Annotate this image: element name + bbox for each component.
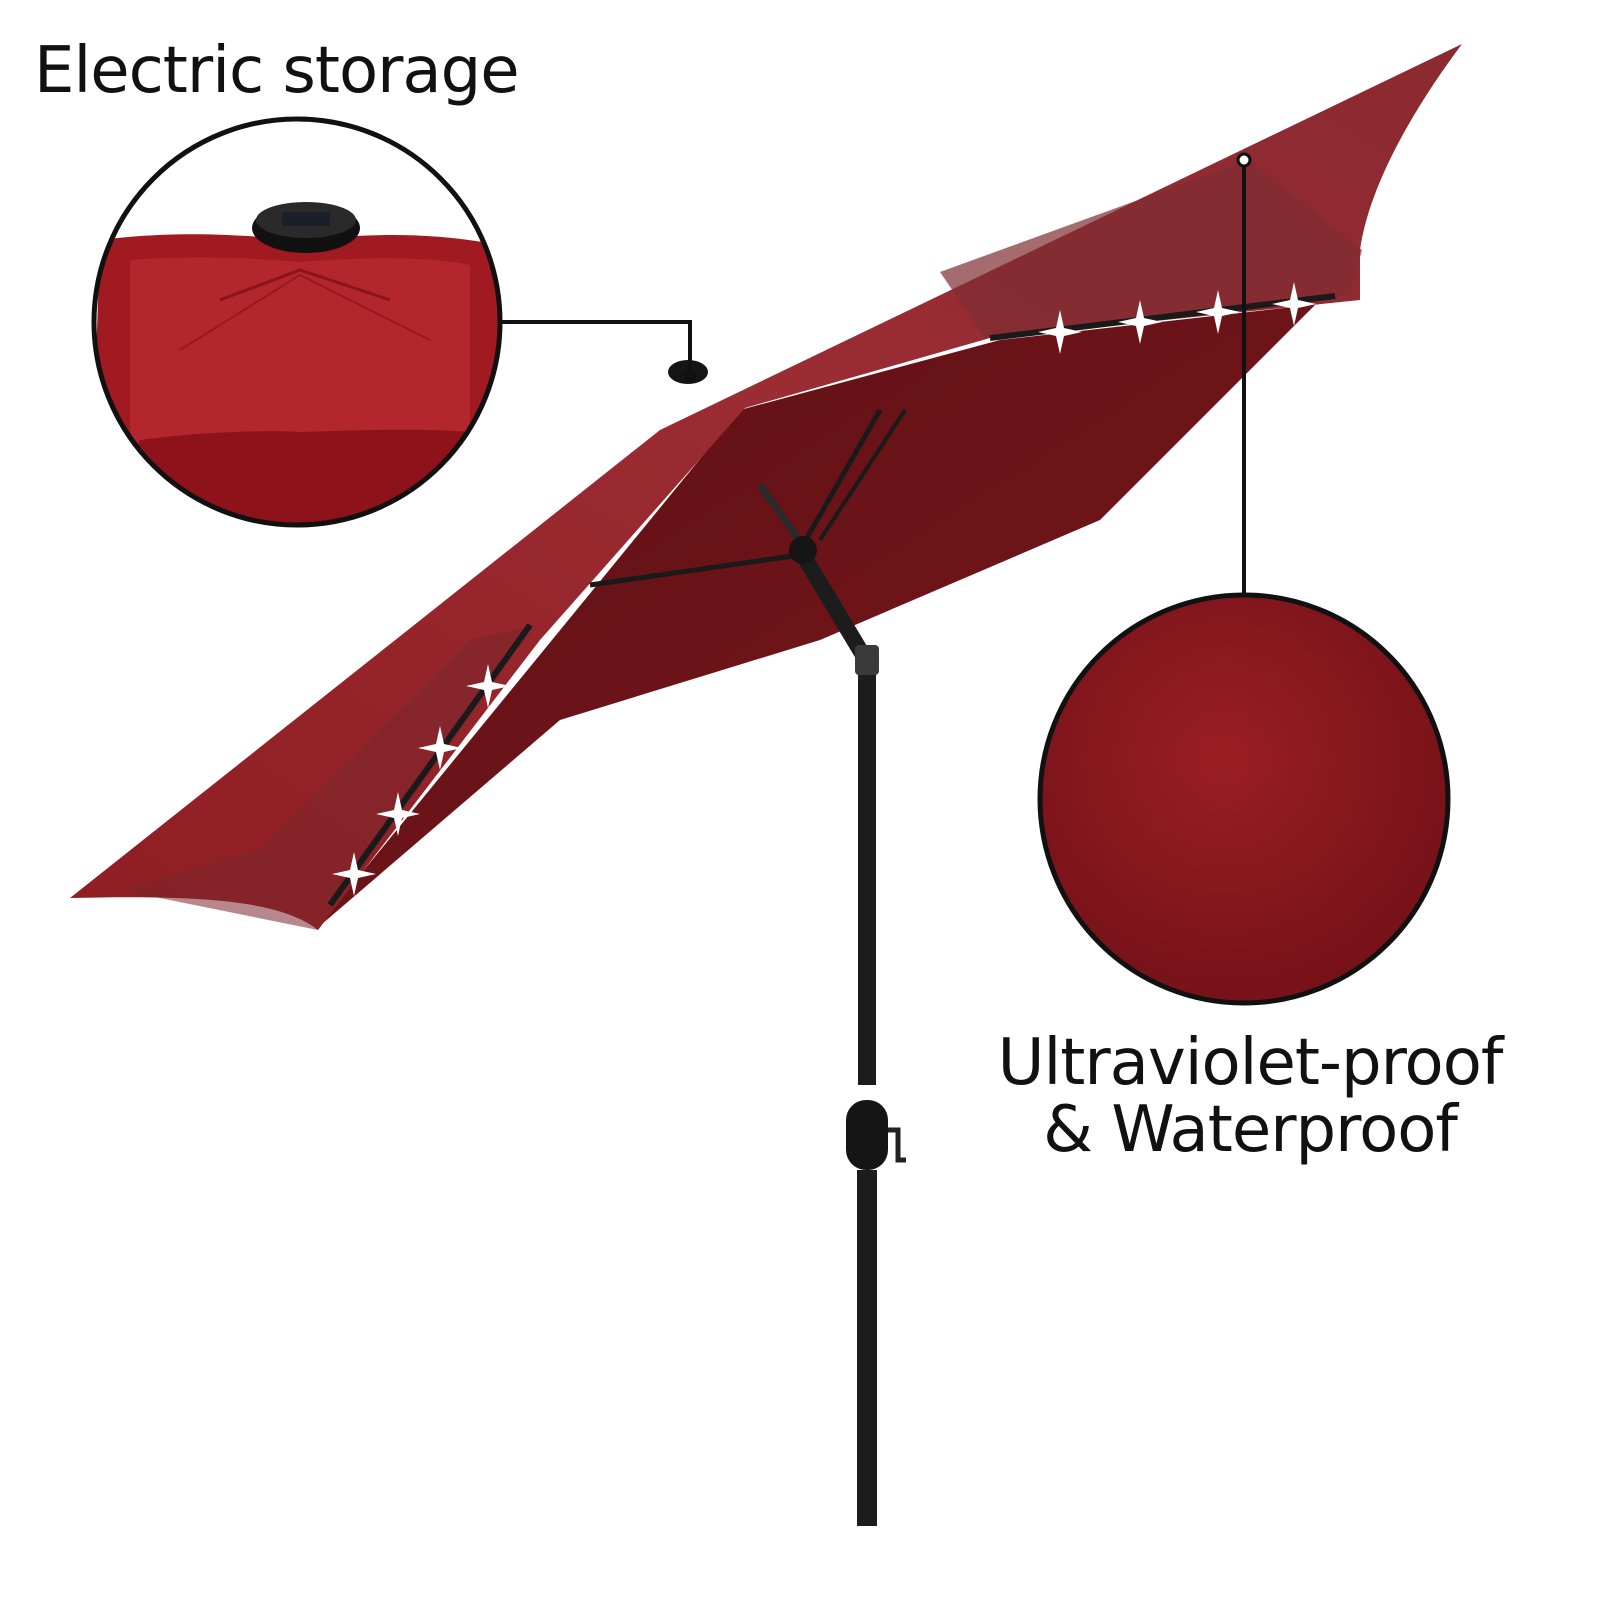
canopy-underside <box>315 260 1360 930</box>
callout-electric-storage: Electric storage <box>34 34 520 108</box>
crank-housing <box>846 1100 888 1170</box>
callout-uv-waterproof: Ultraviolet-proof & Waterproof <box>950 1026 1550 1168</box>
pole-upper <box>858 655 876 1085</box>
rib-center-left <box>589 552 801 588</box>
led-light-icon <box>332 282 1316 896</box>
rib-center-up2 <box>818 408 907 542</box>
pole-lower <box>857 1170 877 1526</box>
canopy-lit-panel <box>940 160 1362 338</box>
callout-line-1: Ultraviolet-proof <box>997 1026 1504 1100</box>
pole-top <box>793 545 873 665</box>
hub <box>789 536 817 564</box>
pole-collar <box>855 645 879 675</box>
detail-circle-right <box>1040 595 1448 1003</box>
rib-left <box>327 623 533 907</box>
crank-handle-icon <box>888 1127 906 1163</box>
connector-left <box>500 320 692 376</box>
rib-center-up <box>797 408 883 552</box>
canopy-lit-panel-left <box>120 625 535 930</box>
callout-line-2: & Waterproof <box>1043 1093 1458 1168</box>
